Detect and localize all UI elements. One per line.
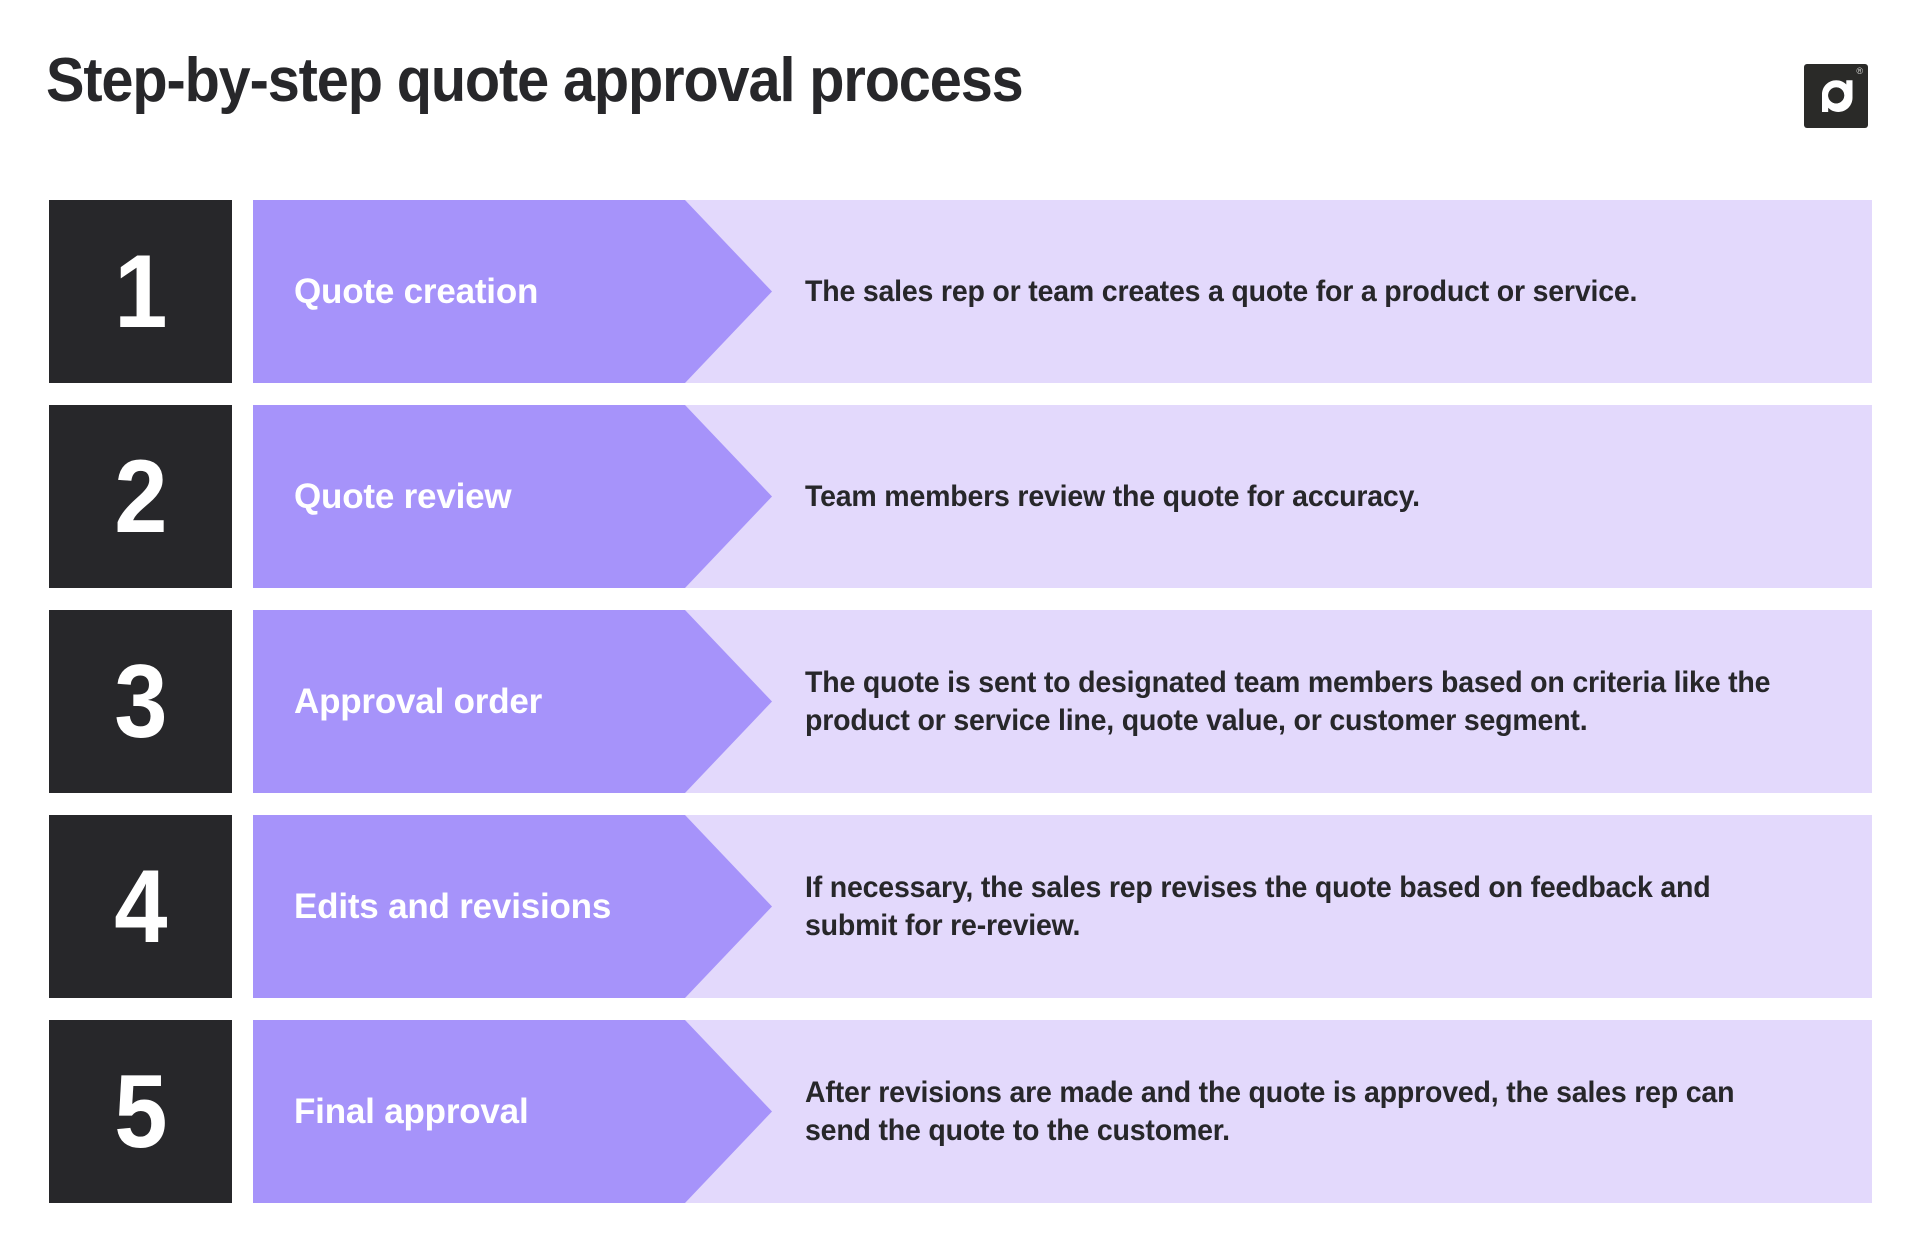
step-band: Approval order The quote is sent to desi… [253,610,1872,793]
step-description-text: After revisions are made and the quote i… [805,1075,1735,1147]
step-number: 5 [114,1053,167,1170]
step-chevron-shape [253,815,772,998]
step-number-box: 4 [49,815,232,998]
step-label: Approval order [294,681,543,721]
step-number: 1 [114,233,167,350]
step-description: Team members review the quote for accura… [805,405,1848,588]
step-number-box: 3 [49,610,232,793]
pandadoc-logo: ® [1804,64,1868,128]
step-description-text: If necessary, the sales rep revises the … [805,870,1711,942]
step-row: 1 Quote creation The sales rep or team c… [0,200,1920,383]
step-number-box: 2 [49,405,232,588]
step-description: The quote is sent to designated team mem… [805,610,1848,793]
step-description: After revisions are made and the quote i… [805,1020,1848,1203]
step-number: 2 [114,438,167,555]
step-chevron-shape [253,200,772,383]
registered-trademark-icon: ® [1856,66,1863,76]
step-band: Final approval After revisions are made … [253,1020,1872,1203]
step-row: 2 Quote review Team members review the q… [0,405,1920,588]
header: Step-by-step quote approval process ® [0,0,1920,170]
step-label: Final approval [294,1091,529,1131]
step-chevron-shape [253,610,772,793]
step-description-text: The quote is sent to designated team mem… [805,665,1771,737]
step-row: 3 Approval order The quote is sent to de… [0,610,1920,793]
step-band: Quote creation The sales rep or team cre… [253,200,1872,383]
step-band: Edits and revisions If necessary, the sa… [253,815,1872,998]
step-number: 3 [114,643,167,760]
page-title: Step-by-step quote approval process [46,46,1024,115]
step-label: Quote review [294,476,512,516]
step-number-box: 5 [49,1020,232,1203]
step-description-text: The sales rep or team creates a quote fo… [805,274,1638,308]
step-description: If necessary, the sales rep revises the … [805,815,1848,998]
steps-list: 1 Quote creation The sales rep or team c… [0,200,1920,1203]
step-description: The sales rep or team creates a quote fo… [805,200,1848,383]
pd-monogram-icon [1822,80,1853,112]
step-row: 4 Edits and revisions If necessary, the … [0,815,1920,998]
step-chevron-shape [253,405,772,588]
step-row: 5 Final approval After revisions are mad… [0,1020,1920,1203]
step-number-box: 1 [49,200,232,383]
step-number: 4 [114,848,167,965]
step-label: Edits and revisions [294,886,612,926]
step-description-text: Team members review the quote for accura… [805,479,1420,513]
step-band: Quote review Team members review the quo… [253,405,1872,588]
step-label: Quote creation [294,271,539,311]
step-chevron-shape [253,1020,772,1203]
